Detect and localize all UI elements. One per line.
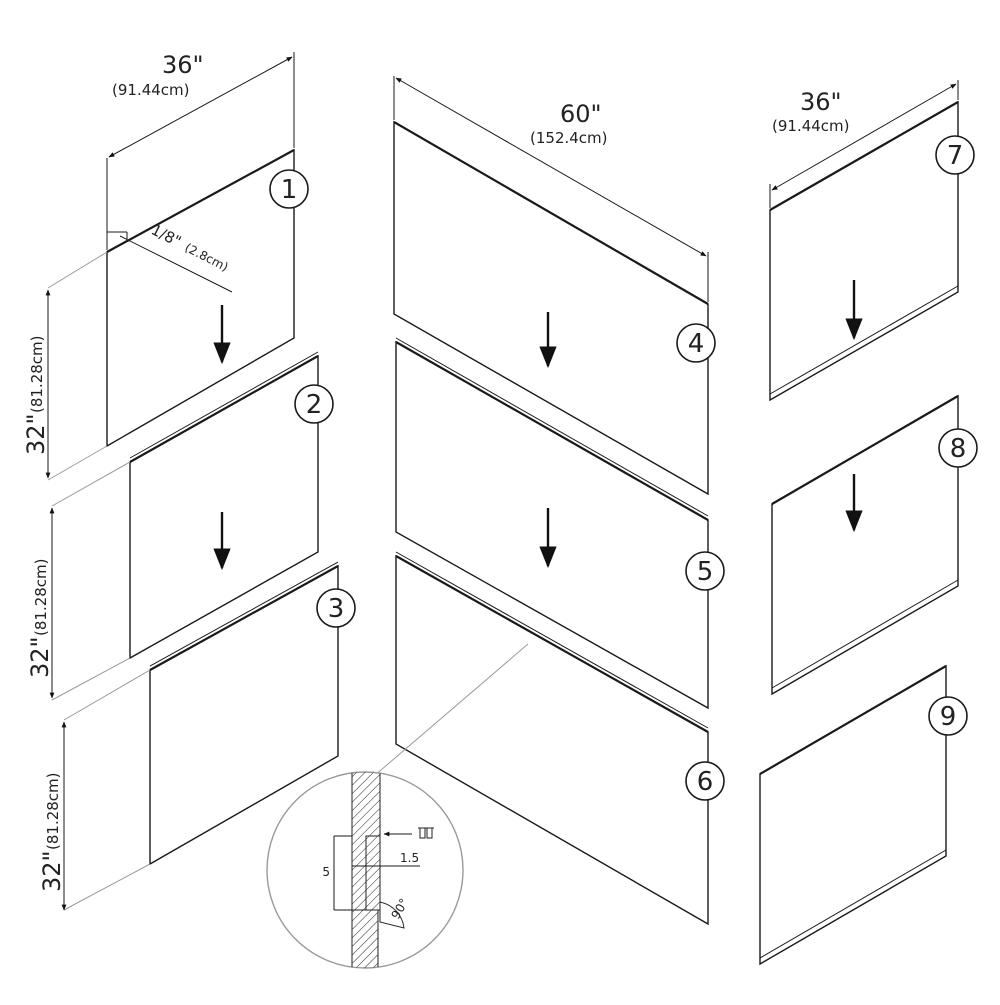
height-3-metric: (81.28cm) [44, 772, 62, 850]
panel-6 [395, 551, 709, 926]
detail-depth-label: 5 [322, 865, 330, 879]
width-left-metric: (91.44cm) [112, 81, 190, 99]
panel-number-5: 5 [685, 551, 725, 591]
svg-text:6: 6 [697, 767, 714, 797]
svg-text:3: 3 [328, 594, 345, 624]
width-dimension-line-right [771, 83, 957, 191]
width-dimension-line-left [108, 56, 293, 158]
panel-number-9: 9 [928, 696, 968, 736]
detail-gap-label: 1.5 [400, 851, 419, 865]
panel-1 [106, 148, 295, 448]
panel-2 [129, 351, 319, 660]
width-middle-metric: (152.4cm) [530, 129, 608, 147]
svg-text:5: 5 [697, 557, 714, 587]
panel-9 [759, 664, 947, 966]
svg-text:1: 1 [281, 175, 298, 205]
height-2-metric: (81.28cm) [32, 558, 50, 636]
height-1-value: 32" [22, 413, 50, 455]
width-middle-value: 60" [560, 100, 602, 128]
height-3-value: 32" [38, 850, 66, 892]
width-right-value: 36" [800, 88, 842, 116]
panel-number-8: 8 [938, 428, 978, 468]
panel-number-2: 2 [294, 384, 334, 424]
panel-7 [769, 100, 959, 402]
panel-number-6: 6 [685, 761, 725, 801]
detail-leader-line [373, 643, 529, 777]
width-left-value: 36" [162, 51, 204, 79]
svg-text:7: 7 [947, 141, 964, 171]
height-1-metric: (81.28cm) [28, 335, 46, 413]
svg-text:2: 2 [306, 390, 323, 420]
panel-3 [149, 561, 339, 866]
svg-text:8: 8 [950, 434, 967, 464]
panel-number-3: 3 [316, 588, 356, 628]
height-label-3: 32" (81.28cm) [38, 772, 66, 892]
panel-number-4: 4 [676, 323, 716, 363]
adhesive-icon [418, 827, 434, 839]
width-right-metric: (91.44cm) [772, 117, 850, 135]
panel-number-1: 1 [269, 169, 309, 209]
panel-number-7: 7 [935, 135, 975, 175]
svg-text:9: 9 [940, 702, 957, 732]
panel-5 [395, 337, 709, 710]
height-2-value: 32" [26, 636, 54, 678]
width-dimension-line-middle [395, 77, 707, 257]
height-label-2: 32" (81.28cm) [26, 558, 54, 678]
svg-text:4: 4 [688, 329, 705, 359]
joint-detail: 5 1.5 90° [266, 771, 464, 969]
height-label-1: 32" (81.28cm) [22, 335, 50, 455]
panel-8 [771, 394, 959, 696]
